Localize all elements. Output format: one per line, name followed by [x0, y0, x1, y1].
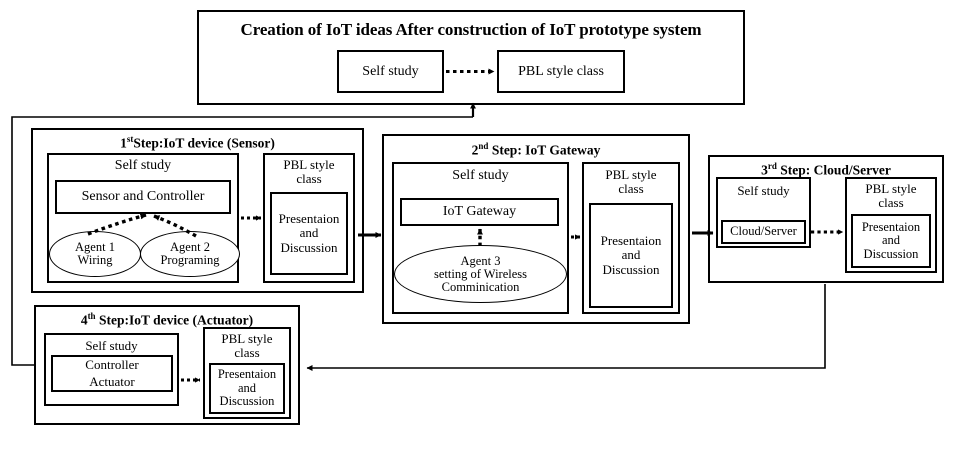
step3-topic-box[interactable]: Cloud/Server — [721, 220, 806, 244]
step2-topic-box[interactable]: IoT Gateway — [400, 198, 559, 226]
step1-pbl-title: PBL style class — [265, 158, 353, 185]
step4-presentation-label: Presentaion and Discussion — [218, 368, 276, 409]
step4-presentation-l1: Presentaion — [217, 367, 277, 382]
step1-ordinal: 1 — [120, 135, 127, 151]
banner-panel: Creation of IoT ideas After construction… — [197, 10, 745, 105]
step1-presentation-l2: and — [299, 225, 319, 241]
step1-agent-1-line2: Wiring — [77, 253, 113, 268]
step4-topic-box[interactable]: Controller Actuator — [51, 355, 173, 392]
step3-presentation-l3: Discussion — [863, 246, 919, 261]
step1-presentation-label: Presentaion and Discussion — [279, 212, 340, 254]
step4-ordinal-suffix: th — [87, 311, 96, 321]
step2-agent-3-label: Agent 3 setting of Wireless Comminicatio… — [395, 254, 566, 295]
step3-presentation-label: Presentaion and Discussion — [861, 219, 921, 262]
step2-pbl-title-l1: PBL style — [605, 167, 657, 182]
step4-topic-l1: Controller — [85, 357, 139, 373]
step2-agent-3-line3: Comminication — [441, 280, 520, 295]
step3-self-study-label: Self study — [737, 183, 790, 198]
step4-title-rest: Step:IoT device (Actuator) — [95, 312, 254, 328]
step1-agent-1-label: Agent 1 Wiring — [50, 240, 140, 268]
step2-presentation-l2: and — [621, 247, 641, 263]
step2-ordinal: 2 — [471, 142, 479, 158]
step1-agent-2-ellipse[interactable]: Agent 2 Programing — [140, 231, 240, 277]
step1-presentation-l1: Presentaion — [278, 211, 340, 227]
step4-presentation-l3: Discussion — [219, 394, 275, 409]
step1-title: 1stStep:IoT device (Sensor) — [33, 134, 362, 152]
step2-ordinal-suffix: nd — [478, 141, 489, 151]
banner-pbl-class-box[interactable]: PBL style class — [497, 50, 625, 93]
step1-title-rest: Step:IoT device (Sensor) — [133, 135, 275, 151]
step1-agent-1-ellipse[interactable]: Agent 1 Wiring — [49, 231, 141, 277]
step1-agent-2-line1: Agent 2 — [170, 240, 210, 254]
step3-title: 3rd Step: Cloud/Server — [710, 161, 942, 179]
step2-presentation-box[interactable]: Presentaion and Discussion — [589, 203, 673, 308]
step2-topic-label: IoT Gateway — [442, 204, 517, 220]
step2-agent-3-line1: Agent 3 — [460, 254, 501, 268]
step2-presentation-label: Presentaion and Discussion — [601, 234, 662, 276]
step4-topic-l2: Actuator — [89, 373, 135, 389]
step3-pbl-title: PBL style class — [847, 182, 935, 209]
step2-title: 2nd Step: IoT Gateway — [384, 141, 688, 159]
step1-agent-2-line2: Programing — [160, 253, 220, 268]
banner-pbl-class-label: PBL style class — [518, 63, 604, 79]
step3-presentation-l1: Presentaion — [861, 219, 921, 234]
step2-agent-3-line2: setting of Wireless — [434, 267, 527, 282]
step3-ordinal-suffix: rd — [767, 161, 777, 171]
banner-title: Creation of IoT ideas After construction… — [240, 20, 702, 39]
step1-pbl-title-l2: class — [296, 170, 322, 186]
step1-presentation-l3: Discussion — [280, 239, 338, 255]
step4-topic-label: Controller Actuator — [85, 357, 138, 390]
step4-self-study-label: Self study — [85, 338, 138, 353]
step2-presentation-l3: Discussion — [602, 261, 660, 277]
step1-agent-1-line1: Agent 1 — [75, 240, 115, 254]
step1-topic-box[interactable]: Sensor and Controller — [55, 180, 231, 214]
step1-presentation-box[interactable]: Presentaion and Discussion — [270, 192, 348, 275]
step3-topic-label: Cloud/Server — [730, 224, 797, 239]
step3-pbl-title-l1: PBL style — [865, 181, 917, 196]
step1-topic-label: Sensor and Controller — [81, 189, 205, 205]
step1-self-study-label: Self study — [114, 158, 172, 173]
banner-self-study-box[interactable]: Self study — [337, 50, 444, 93]
step3-pbl-title-l2: class — [878, 194, 904, 210]
step2-agent-3-ellipse[interactable]: Agent 3 setting of Wireless Comminicatio… — [394, 245, 567, 303]
step4-title: 4th Step:IoT device (Actuator) — [36, 311, 298, 329]
step4-pbl-title-l2: class — [234, 344, 260, 360]
step3-ordinal: 3 — [761, 162, 768, 178]
step4-presentation-box[interactable]: Presentaion and Discussion — [209, 363, 285, 414]
step2-pbl-title-l2: class — [618, 180, 644, 196]
step2-title-rest: Step: IoT Gateway — [488, 142, 601, 158]
banner-self-study-label: Self study — [362, 63, 419, 79]
step2-self-study-label: Self study — [452, 168, 509, 183]
step4-presentation-l2: and — [237, 380, 257, 395]
step3-presentation-l2: and — [881, 233, 901, 248]
step3-presentation-box[interactable]: Presentaion and Discussion — [851, 214, 931, 268]
step2-presentation-l1: Presentaion — [600, 233, 662, 249]
step1-agent-2-label: Agent 2 Programing — [141, 240, 239, 268]
step4-ordinal: 4 — [80, 312, 88, 328]
step2-pbl-title: PBL style class — [584, 168, 678, 195]
step4-pbl-title: PBL style class — [205, 332, 289, 359]
step3-title-rest: Step: Cloud/Server — [776, 162, 891, 178]
